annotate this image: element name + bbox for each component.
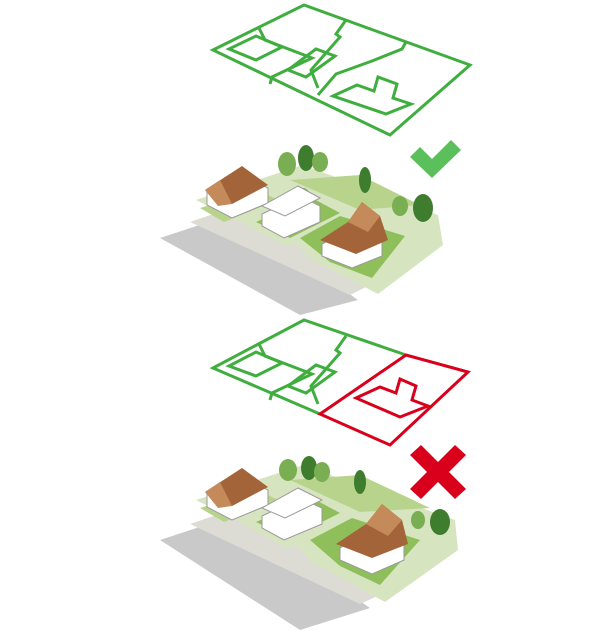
valid-neighborhood-illustration	[160, 145, 443, 315]
invalid-lot-plan	[213, 320, 468, 445]
invalid-lot-outline	[320, 355, 468, 445]
valid-lot-plan	[213, 5, 470, 135]
cross-mark-icon	[410, 445, 466, 499]
tract-outline-valid-part	[213, 320, 406, 414]
footprint-3	[333, 77, 411, 114]
footprint-2	[288, 365, 335, 393]
check-mark-icon	[410, 140, 461, 178]
footprint-2	[288, 49, 335, 77]
invalid-footprint	[356, 379, 428, 417]
invalid-neighborhood-illustration	[160, 456, 458, 630]
